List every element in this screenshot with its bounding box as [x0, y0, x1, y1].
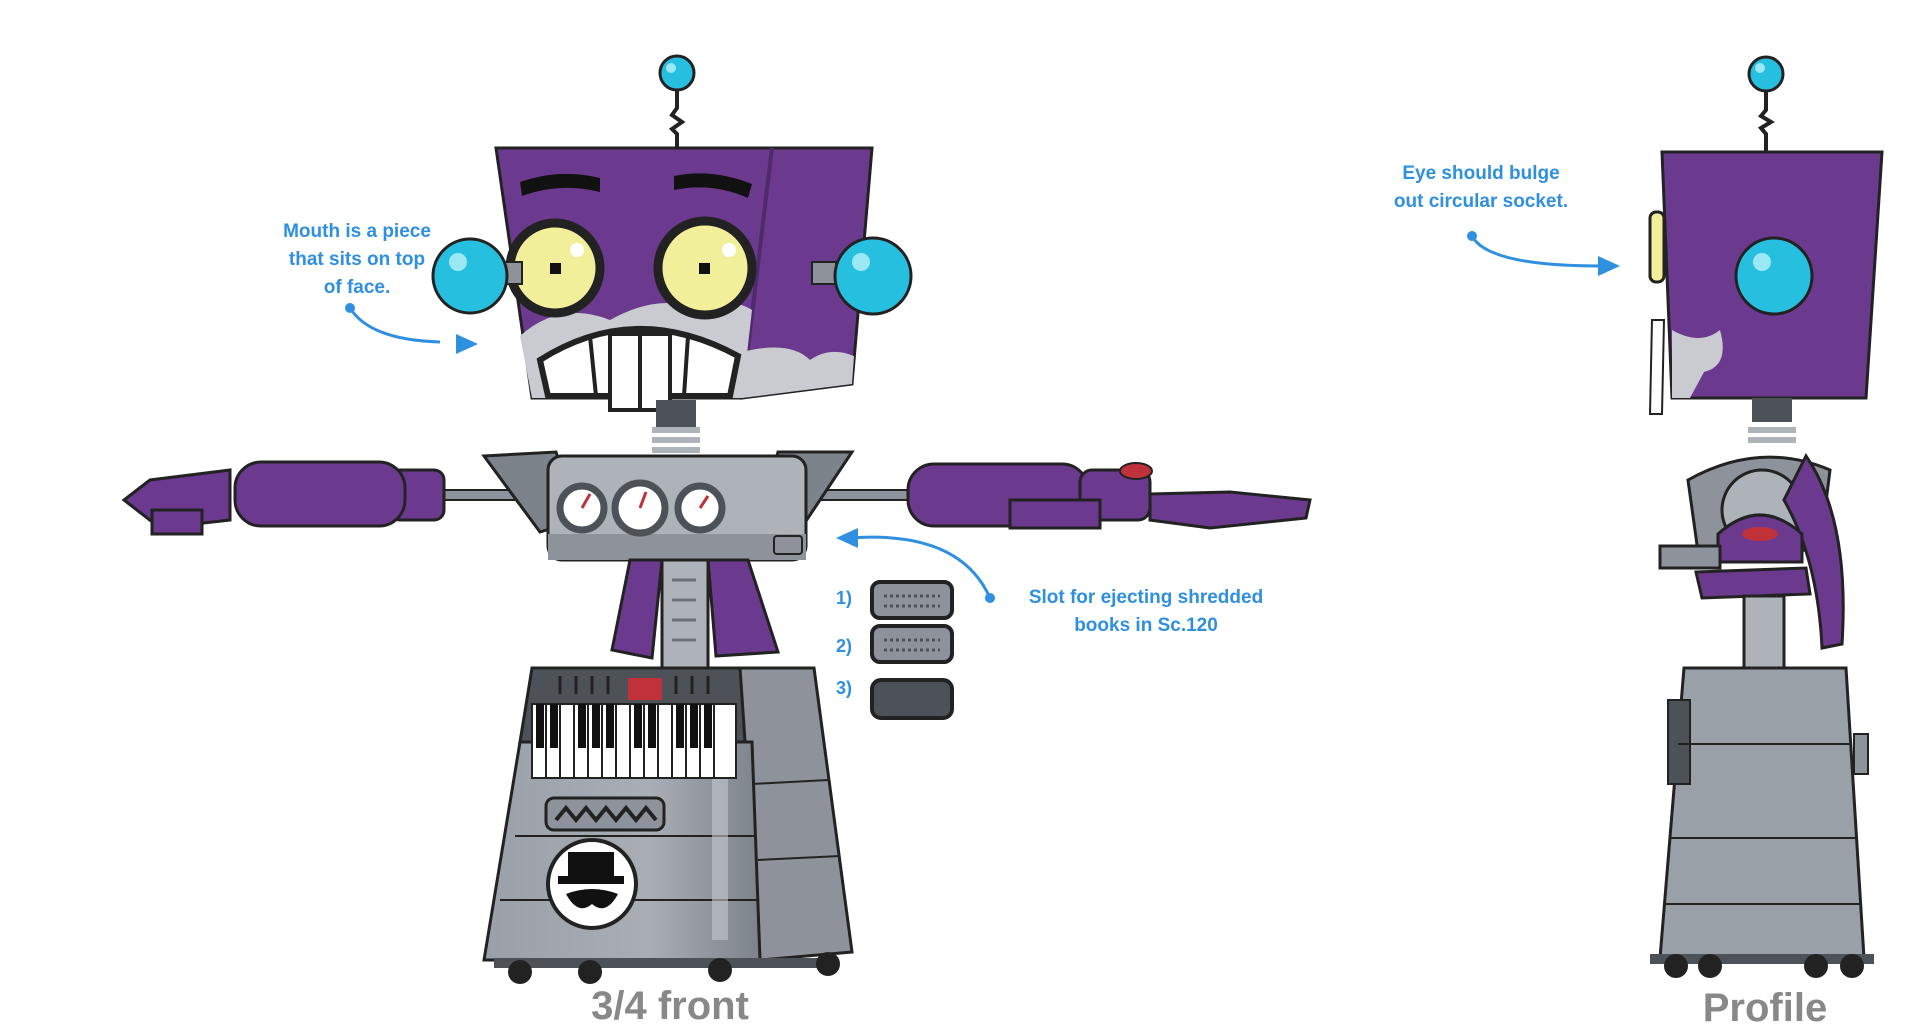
- eye-note-line-2: out circular socket.: [1393, 191, 1569, 212]
- eye-note-line-1: Eye should bulge: [1402, 163, 1560, 184]
- slot-step-1-label: 1): [836, 588, 853, 608]
- antenna: [658, 54, 696, 150]
- annotation-arrowheads: [345, 231, 1620, 603]
- slot-annotation: Slot for ejecting shredded books in Sc.1…: [996, 584, 1296, 640]
- slot-step-2-label: 2): [836, 636, 853, 656]
- right-arm: [805, 462, 1312, 530]
- mouth-annotation: Mouth is a piece that sits on top of fac…: [262, 218, 452, 302]
- slot-note-line-1: Slot for ejecting shredded: [1028, 587, 1264, 608]
- robot-head: [431, 146, 913, 412]
- profile-head: [1648, 150, 1884, 415]
- profile-neck: [1748, 398, 1796, 443]
- slot-steps: [870, 580, 954, 720]
- profile-antenna: [1747, 55, 1785, 152]
- torso: [481, 450, 855, 674]
- profile-torso: [1658, 453, 1845, 670]
- neck-spring: [652, 400, 700, 453]
- left-arm: [121, 460, 561, 536]
- base-cabinet: [482, 666, 854, 984]
- mouth-note-line-2: that sits on top: [288, 249, 426, 270]
- profile-base: [1650, 666, 1874, 978]
- front-view-caption: 3/4 front: [591, 984, 749, 1028]
- eye-annotation: Eye should bulge out circular socket.: [1376, 160, 1586, 216]
- slot-step-3-label: 3): [836, 678, 853, 698]
- mouth-note-line-3: of face.: [323, 277, 391, 298]
- slot-note-line-2: books in Sc.120: [1074, 615, 1218, 636]
- profile-view-caption: Profile: [1702, 986, 1828, 1030]
- annotation-arrows: [348, 235, 1601, 599]
- mouth-note-line-1: Mouth is a piece: [283, 221, 431, 242]
